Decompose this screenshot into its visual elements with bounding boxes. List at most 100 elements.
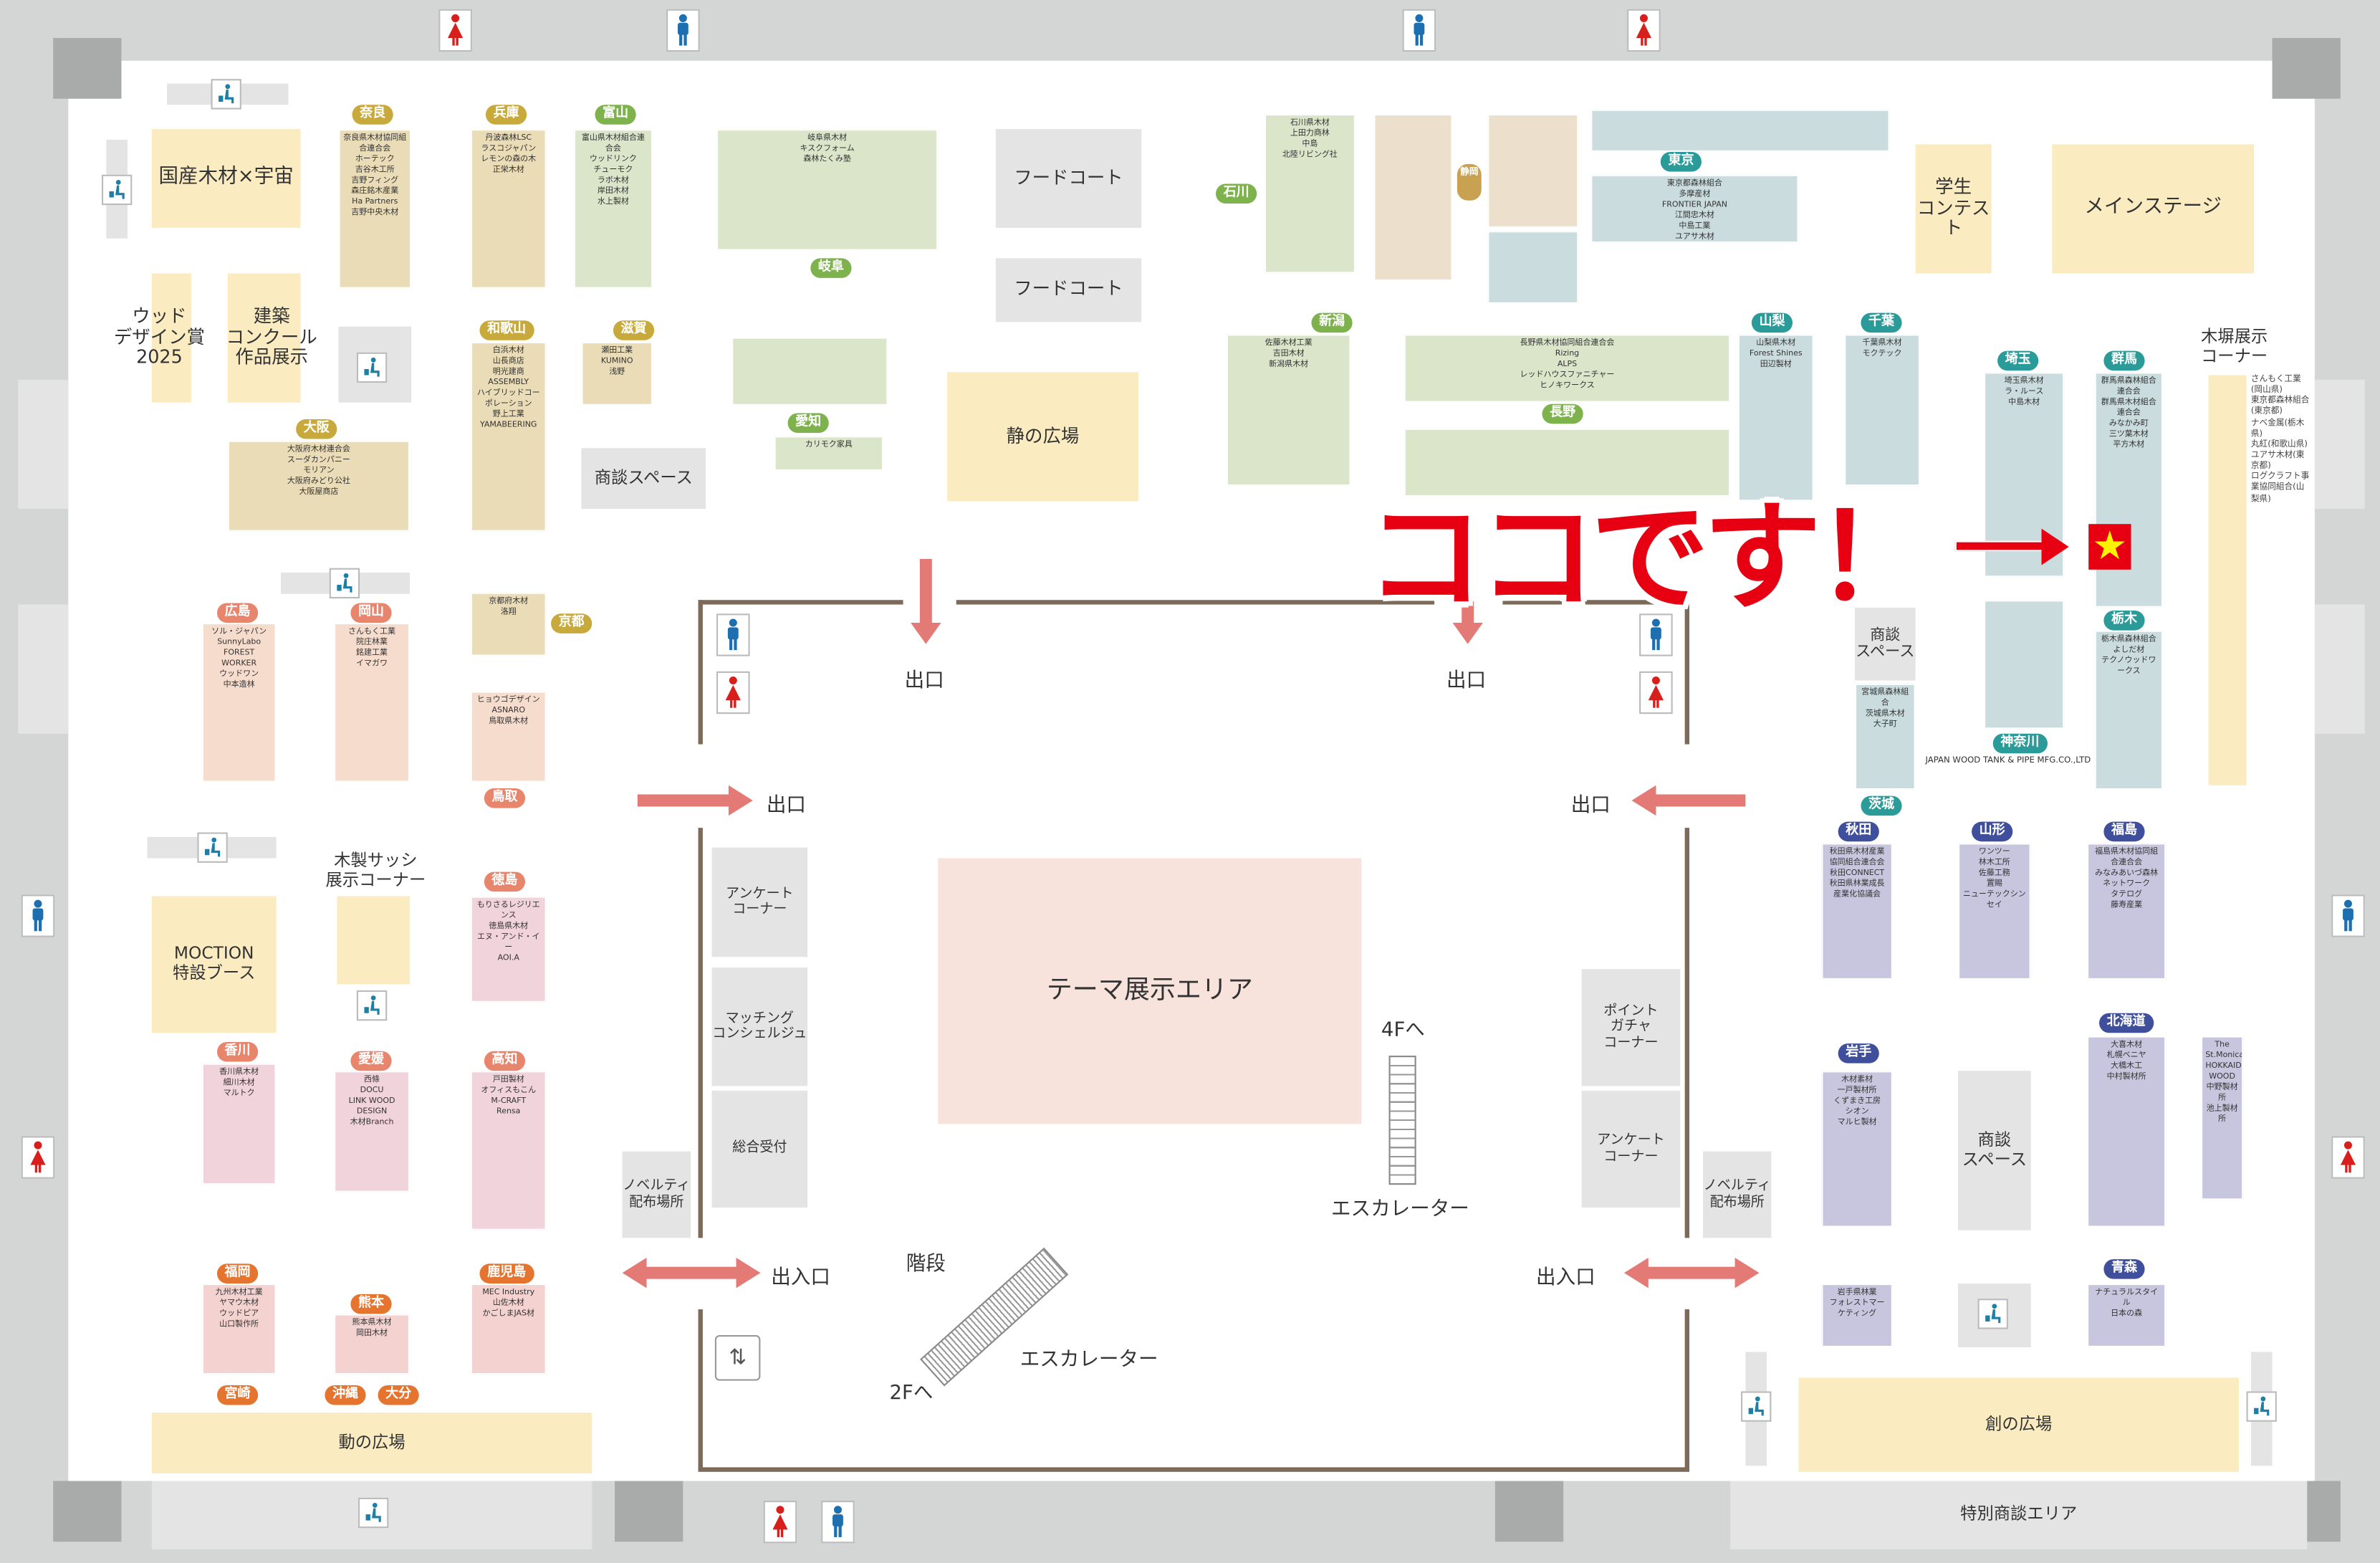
booth-label: 岸田木材 — [597, 186, 629, 196]
zone-theme-exhibit: テーマ展示エリア — [938, 858, 1362, 1124]
booth-label: くずまき工房 — [1833, 1096, 1881, 1106]
booth-block[interactable] — [1487, 113, 1579, 228]
entrance-arrow-head — [1734, 1257, 1760, 1289]
booth-block[interactable] — [1373, 113, 1453, 282]
booth-block-moction[interactable] — [1487, 231, 1579, 304]
booth-block-gunma[interactable]: 群馬県森林組合連合会群馬県木材組合連合会みなかみ町三ツ葉木材平方木材 — [2094, 372, 2164, 608]
booth-block-kumamoto[interactable]: 熊本県木材岡田木材 — [334, 1314, 411, 1375]
booth-label: もりさるレジリエンス — [476, 900, 540, 921]
booth-label: 熊本県木材 — [352, 1318, 392, 1328]
pref-tag-tokushima: 徳島 — [484, 871, 526, 892]
booth-block-nagano[interactable] — [1403, 428, 1731, 497]
booth-block-toyama[interactable]: 富山県木材組合連合会ウッドリンクチューモクラボ木材岸田木材水上製材 — [573, 129, 653, 289]
booth-block-yamagata[interactable]: ワンツー林木工所佐藤工務置賜ニューテックシンセイ — [1957, 843, 2031, 980]
pref-tag-miyazaki: 宮崎 — [216, 1385, 259, 1405]
booth-label: レモンの森の木 — [481, 155, 537, 164]
booth-label: よしだ材 — [2113, 645, 2145, 655]
rest-seat-icon — [356, 352, 388, 383]
zone-novelty: ノベルティ 配布場所 — [1703, 1151, 1772, 1238]
booth-label: 水上製材 — [597, 197, 629, 207]
entrance-arrow-head — [622, 1257, 647, 1289]
pref-tag-nara: 奈良 — [352, 105, 393, 125]
booth-block-iwate[interactable]: 木材素材一戸製材所くずまき工房シオンマルヒ製材 — [1821, 1071, 1893, 1228]
exit-arrow-left — [1654, 794, 1746, 807]
zone-gacha-corner: ポイント ガチャ コーナー — [1581, 969, 1681, 1086]
booth-block-ibaraki[interactable]: 宮城県森林組合茨城県木材大子町 — [1854, 683, 1916, 790]
pref-tag-tokyo: 東京 — [1660, 151, 1702, 172]
booth-label: 藤寿産業 — [2111, 901, 2143, 910]
exit-label: 出口 — [1570, 794, 1611, 818]
booth-label: 大橋木工 — [2111, 1061, 2143, 1071]
booth-block-iwate[interactable]: 岩手県林業フォレストマーケティング — [1821, 1283, 1893, 1347]
pref-tag-ehime: 愛媛 — [350, 1051, 392, 1071]
booth-label: 置賜 — [1986, 879, 2002, 889]
booth-block[interactable] — [731, 337, 888, 406]
booth-label: 丹波森林LSC — [485, 133, 532, 143]
fence-exhibitor-list: さんもく工業(岡山県)東京都森林組合(東京都)ナベ金属(栃木県)丸紅(和歌山県)… — [2251, 376, 2312, 506]
booth-label: 千葉県木材 — [1862, 338, 1902, 348]
booth-label: チューモク — [593, 166, 633, 175]
pref-tag-kochi: 高知 — [484, 1051, 526, 1071]
booth-label: ログクラフト事業協同組合(山梨県) — [2250, 472, 2310, 504]
booth-block-niigata[interactable]: 佐藤木材工業吉田木材新潟県木材 — [1226, 334, 1351, 487]
booth-label: 奈良県木材協同組合連合会 — [343, 133, 407, 154]
booth-block-tokyo[interactable] — [1590, 109, 1890, 152]
booth-block-osaka[interactable]: 大阪府木材連合会スーダカンパニーモリアン大阪府みどり公社大阪屋商店 — [227, 440, 411, 532]
pref-tag-kanagawa: 神奈川 — [1992, 733, 2047, 754]
pref-tag-chiba: 千葉 — [1861, 312, 1902, 333]
booth-label: 中島木材 — [2008, 398, 2040, 408]
booth-block-kyoto[interactable]: 京都府木材洛翔 — [470, 592, 547, 656]
pref-tag-ibaraki: 茨城 — [1861, 795, 1902, 816]
booth-block-chiba[interactable]: 千葉県木材モクテック — [1844, 334, 1921, 487]
pref-tag-akita: 秋田 — [1838, 821, 1879, 842]
entrance-label: 出入口 — [771, 1266, 830, 1290]
booth-block-aichi[interactable]: カリモク家具 — [774, 436, 884, 472]
zone-novelty: ノベルティ 配布場所 — [622, 1151, 691, 1238]
zone-matching-concierge: マッチング コンシェルジュ — [711, 967, 808, 1086]
escalator-destination: 4Fへ — [1381, 1019, 1425, 1042]
booth-label: 札幌ベニヤ — [2106, 1051, 2146, 1061]
booth-block-ishikawa[interactable]: 石川県木材上田力商林中島北陸リビング社 — [1264, 113, 1355, 274]
booth-label: ASSEMBLY — [488, 378, 529, 388]
booth-block-okayama[interactable]: さんもく工業院庄林業銘建工業イマガワ — [334, 622, 411, 783]
booth-block-hokkaido[interactable]: 大喜木材札幌ベニヤ大橋木工中村製材所 — [2087, 1036, 2167, 1228]
booth-block-tochigi[interactable]: 栃木県森林組合よしだ材テクノウッドワークス — [2094, 630, 2164, 790]
booth-block-saitama[interactable] — [1984, 600, 2065, 730]
booth-block-fukushima[interactable]: 福島県木材協同組合連合会みなみあいづ森林ネットワークタテログ藤寿産業 — [2087, 843, 2167, 980]
booth-block-fukuoka[interactable]: 九州木材工業ヤマウ木材ウッドピア山口製作所 — [201, 1283, 277, 1375]
pref-tag-shiga: 滋賀 — [613, 320, 655, 340]
booth-label: 森林たくみ塾 — [803, 155, 851, 164]
booth-label: Rizing — [1555, 349, 1580, 359]
zone-reception: 総合受付 — [711, 1090, 808, 1208]
booth-block-gifu[interactable]: 岐阜県木材キスクフォーム森林たくみ塾 — [716, 129, 939, 251]
zone-moction-booth: MOCTION 特設ブース — [151, 896, 277, 1033]
entrance-arrow — [1646, 1266, 1738, 1279]
booth-label: M-CRAFT — [491, 1096, 527, 1106]
booth-block-aomori[interactable]: ナチュラルスタイル日本の森 — [2087, 1283, 2167, 1347]
booth-label: 新潟県木材 — [1269, 360, 1309, 370]
booth-block-kagawa[interactable]: 香川県木材細川木材マルトク — [201, 1063, 277, 1185]
booth-label: 木材素材 — [1841, 1075, 1873, 1085]
booth-label: 銘建工業 — [356, 649, 388, 658]
floor-area — [68, 60, 2315, 1481]
exit-label: 出口 — [1446, 669, 1487, 693]
booth-label: モクテック — [1862, 349, 1902, 359]
booth-label: ホーテック — [355, 155, 395, 164]
booth-label: ラスコジャパン — [481, 144, 537, 154]
booth-label: ウッドワン — [219, 669, 259, 679]
